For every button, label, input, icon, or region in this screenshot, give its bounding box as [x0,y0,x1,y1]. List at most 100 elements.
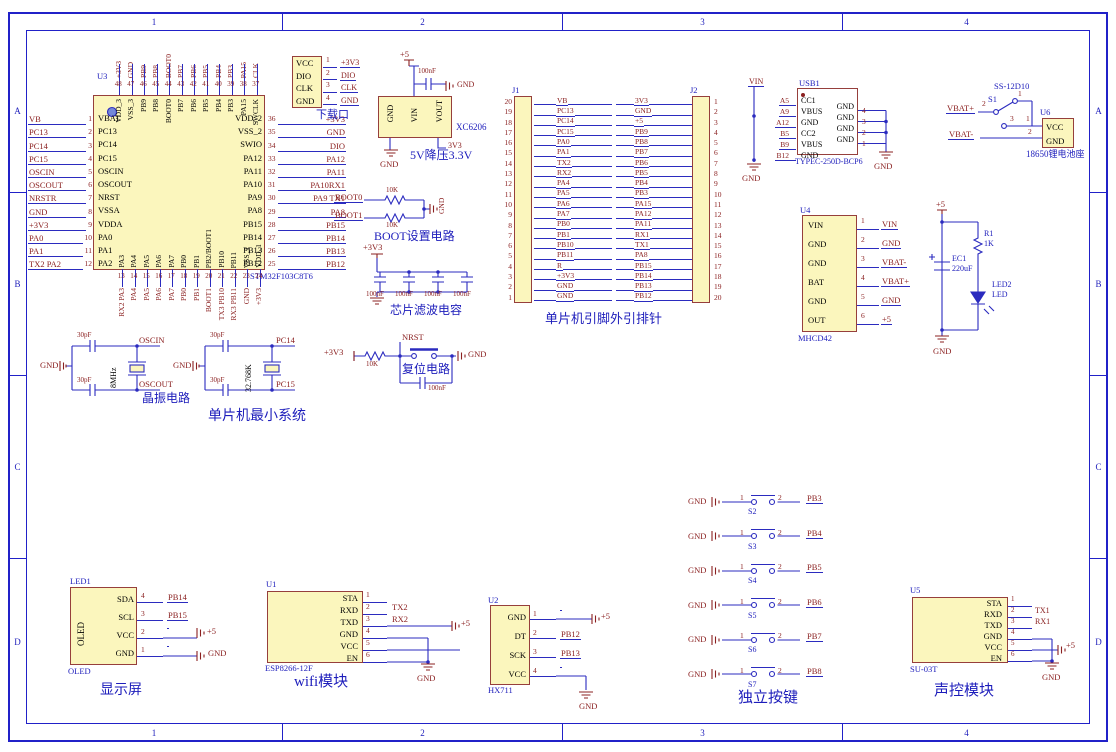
net-label: PA11 [325,166,346,178]
pin-row: 1 [530,608,610,627]
net-label: PB4 [806,527,823,539]
pin-number: 13 [714,220,722,230]
gnd-label: GND [173,360,192,370]
pin-row: PA0 [534,137,620,148]
gnd-label: GND [417,673,436,683]
charger-pins: 1 VIN 2 GND 3 VBAT- 4 VBAT+ 5 GND 6 +5 [857,216,921,330]
net-label: PC15 [28,153,49,165]
net-label: PC13 [28,127,49,139]
net-label: PA15 [634,198,653,210]
pin-number: 23 [240,269,253,287]
pin-row: PA1 [534,148,620,158]
pin-name: PC15 [98,152,117,163]
net-label: +3V3 [556,270,576,282]
pin-number: 5 [508,251,512,261]
pin-row: PB0 [534,220,620,231]
v5-label: +5 [400,49,410,59]
pin-number: 17 [165,269,178,287]
net-label: DIO [340,70,357,81]
pin-number: 31 [268,180,276,190]
pin-number: 7 [508,230,512,240]
resistor-ref: R1 [984,229,994,238]
pin-row: 2 GND [857,235,921,254]
pin-number: 9 [714,179,718,189]
pin-name: PA12 [243,152,262,163]
pin-row: 3 RX1 [1008,617,1088,631]
pin-row: 5 [1008,639,1088,653]
pin-row: +3V3 [534,270,620,282]
pin-number: 1 [326,55,330,64]
pin-row: 6 [363,650,473,664]
pin-row: PA8 [608,251,692,261]
net-label: PB4 [634,178,649,189]
pin-name: STA [986,598,1002,608]
pin-row: 3V3 [608,96,692,107]
pin-name: RXD [340,605,358,615]
pin-number: 38 [237,64,250,95]
mcu-part: STM32F103C8T6 [250,271,313,281]
net-label: +5 [634,116,644,127]
pin-number: 32 [268,166,276,176]
pin-number: 3 [88,140,92,150]
pin-row: 1 VIN [857,216,921,235]
net-label: RX2 [392,614,409,624]
battery-caption: 18650锂电池座 [1026,149,1085,159]
minsys-caption: 单片机最小系统 [208,409,306,424]
net-label: PC15 [556,126,575,138]
gnd-label: GND [579,701,598,711]
net-label: PA1 [556,147,571,158]
pin-number: 13 [115,269,128,287]
net-label: PA11 [634,219,653,230]
switch-ref: S1 [988,94,997,104]
pin-name: OUT [808,315,826,325]
pin-number: 19 [714,282,722,292]
pin-name: SWIO [240,139,262,150]
pin-row: PA7 [534,210,620,220]
gnd-label: GND [1042,672,1061,682]
gnd-label: GND [933,346,952,356]
pin-number: 34 [268,140,276,150]
pin-number: 20 [504,97,513,106]
pin-row: 4 VBAT+ [857,273,921,292]
pin-number: 28 [268,219,276,229]
boot-caption: BOOT设置电路 [374,229,455,243]
gnd-label: GND [468,349,487,359]
zone-number: 1 [151,16,157,27]
pin-row: 4 [1008,628,1088,642]
net-label: PB14 [167,592,188,603]
oled-ref: LED1 [70,576,91,586]
net-label: VB [556,95,569,107]
net-label: NRSTR [28,193,58,205]
pin-number: 21 [215,269,228,287]
mcu-body [93,95,265,270]
pin-row: PA6 [534,199,620,210]
gnd-label: GND [688,668,707,679]
pin-name: VDD_2 [235,113,262,123]
net-label: PB11 [556,250,575,261]
pin-number: 5 [714,138,718,148]
gnd-label: GND [40,360,59,370]
pin-name: GND [1046,136,1065,146]
pin-row: PA4 [534,179,620,189]
pin-row: PB9 [608,127,692,138]
net-label: PB5 [806,562,823,573]
gnd-label: GND [688,530,707,541]
gnd-label: GND [688,565,707,575]
pin-name: VIN [808,220,824,230]
net-label: GND [325,127,346,139]
oled-body [70,587,137,665]
net-label: PC14 [556,116,575,127]
pin-row: PB15 [608,261,692,272]
net-label: TX2 [556,157,572,169]
pin-name: TXD [984,620,1002,630]
net-label: VB [28,114,42,126]
pin-row: 36+3V3 [266,112,346,126]
pin-number: 3 [714,117,718,127]
pin-name: PA10 [243,178,262,189]
